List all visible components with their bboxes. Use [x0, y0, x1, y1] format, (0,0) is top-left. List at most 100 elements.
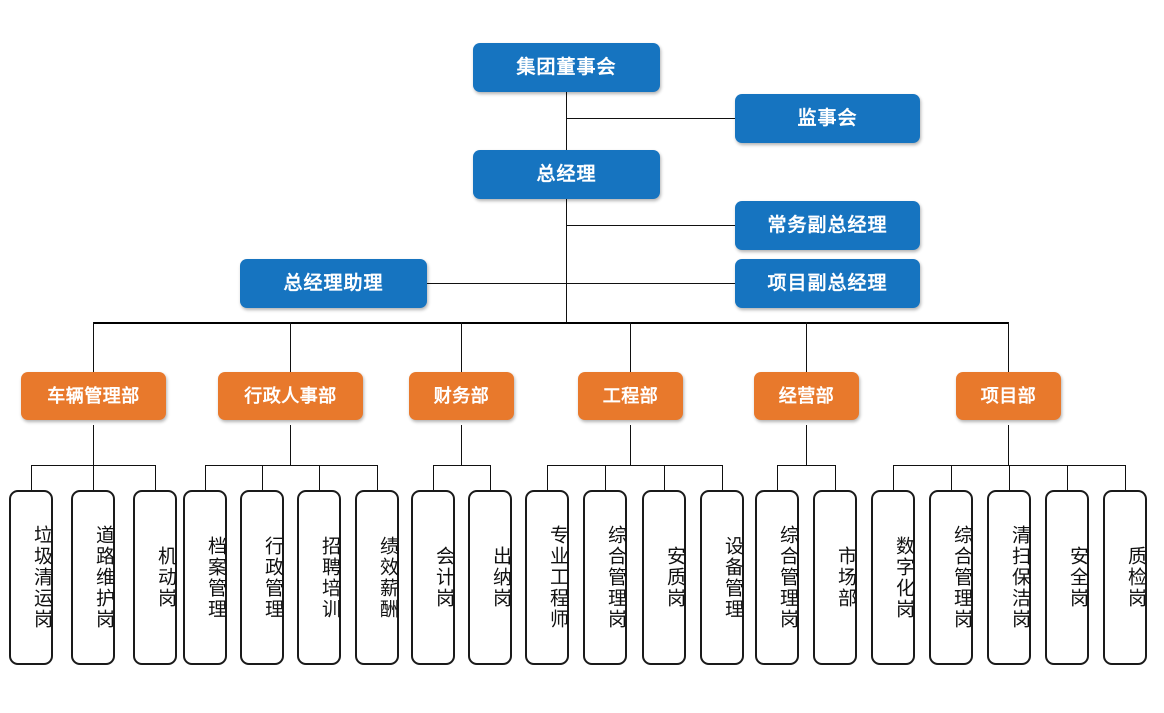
connector-dept3-bus	[433, 465, 490, 466]
node-label: 经营部	[778, 385, 835, 406]
node-department-vehicle-management[interactable]: 车辆管理部	[21, 372, 166, 420]
connector-gm-to-project-deputy	[566, 283, 736, 284]
connector-dept4-stem	[630, 425, 631, 466]
node-position-mobile-duty[interactable]: 机动岗	[133, 490, 177, 665]
connector-bus-to-dept-5	[806, 322, 807, 372]
node-label: 档案管理	[205, 535, 226, 620]
connector-bus-to-dept-6	[1008, 322, 1009, 372]
connector-dept2-stem	[290, 425, 291, 466]
node-label: 安全岗	[1067, 546, 1088, 609]
node-label: 监事会	[797, 107, 858, 129]
node-label: 集团董事会	[516, 56, 617, 78]
node-department-engineering[interactable]: 工程部	[578, 372, 683, 420]
node-label: 绩效薪酬	[377, 535, 398, 620]
node-position-archive-management[interactable]: 档案管理	[183, 490, 227, 665]
node-executive-deputy-manager[interactable]: 常务副总经理	[735, 201, 920, 250]
node-department-project[interactable]: 项目部	[956, 372, 1061, 420]
node-position-cleaning-sanitation[interactable]: 清扫保洁岗	[987, 490, 1031, 665]
node-general-manager[interactable]: 总经理	[473, 150, 660, 199]
connector-dept2-child-2	[262, 465, 263, 491]
node-label: 设备管理	[722, 535, 743, 620]
connector-bus-to-dept-2	[290, 322, 291, 372]
node-position-admin-management[interactable]: 行政管理	[240, 490, 284, 665]
node-label: 常务副总经理	[767, 214, 888, 236]
connector-dept6-stem	[1008, 425, 1009, 466]
node-label: 道路维护岗	[93, 525, 114, 630]
node-position-cashier[interactable]: 出纳岗	[468, 490, 512, 665]
node-position-quality-inspection[interactable]: 质检岗	[1103, 490, 1147, 665]
connector-bus-to-dept-4	[630, 322, 631, 372]
node-label: 行政管理	[262, 535, 283, 620]
node-position-professional-engineer[interactable]: 专业工程师	[525, 490, 569, 665]
connector-gm-trunk	[566, 199, 567, 323]
node-position-road-maintenance[interactable]: 道路维护岗	[71, 490, 115, 665]
connector-dept4-bus	[547, 465, 722, 466]
connector-dept1-child-2	[93, 465, 94, 491]
node-position-garbage-transport[interactable]: 垃圾清运岗	[9, 490, 53, 665]
node-department-admin-hr[interactable]: 行政人事部	[218, 372, 363, 420]
node-label: 招聘培训	[319, 535, 340, 620]
node-department-finance[interactable]: 财务部	[409, 372, 514, 420]
connector-dept2-bus	[205, 465, 377, 466]
node-position-operations-general-management[interactable]: 综合管理岗	[755, 490, 799, 665]
connector-dept2-child-1	[205, 465, 206, 491]
node-position-accounting[interactable]: 会计岗	[411, 490, 455, 665]
connector-board-to-supervisory	[566, 118, 736, 119]
node-position-marketing[interactable]: 市场部	[813, 490, 857, 665]
connector-dept1-child-1	[31, 465, 32, 491]
connector-dept1-stem	[93, 425, 94, 466]
connector-dept5-child-1	[777, 465, 778, 491]
node-label: 清扫保洁岗	[1009, 525, 1030, 630]
node-board-of-directors[interactable]: 集团董事会	[473, 43, 660, 92]
connector-board-to-gm	[566, 92, 567, 150]
node-position-engineering-general-management[interactable]: 综合管理岗	[583, 490, 627, 665]
connector-dept5-child-2	[835, 465, 836, 491]
node-label: 综合管理岗	[605, 525, 626, 630]
node-label: 市场部	[835, 546, 856, 609]
connector-dept2-child-4	[377, 465, 378, 491]
node-supervisory-board[interactable]: 监事会	[735, 94, 920, 143]
connector-bus-to-dept-3	[461, 322, 462, 372]
node-position-recruitment-training[interactable]: 招聘培训	[297, 490, 341, 665]
connector-dept4-child-3	[664, 465, 665, 491]
connector-dept6-child-5	[1125, 465, 1126, 491]
node-label: 综合管理岗	[777, 525, 798, 630]
node-label: 专业工程师	[547, 525, 568, 630]
node-label: 机动岗	[155, 546, 176, 609]
node-label: 安质岗	[664, 546, 685, 609]
node-position-equipment-management[interactable]: 设备管理	[700, 490, 744, 665]
connector-dept6-child-4	[1067, 465, 1068, 491]
connector-dept3-child-2	[490, 465, 491, 491]
node-label: 质检岗	[1125, 546, 1146, 609]
node-label: 垃圾清运岗	[31, 525, 52, 630]
node-label: 项目副总经理	[767, 272, 888, 294]
connector-dept3-stem	[461, 425, 462, 466]
connector-dept4-child-1	[547, 465, 548, 491]
node-label: 综合管理岗	[951, 525, 972, 630]
node-label: 总经理	[536, 163, 597, 185]
node-position-project-general-management[interactable]: 综合管理岗	[929, 490, 973, 665]
connector-bus-to-dept-1	[93, 322, 94, 372]
node-position-safety[interactable]: 安全岗	[1045, 490, 1089, 665]
connector-dept6-child-3	[1009, 465, 1010, 491]
node-project-deputy-manager[interactable]: 项目副总经理	[735, 259, 920, 308]
node-label: 车辆管理部	[47, 385, 140, 406]
node-label: 出纳岗	[490, 546, 511, 609]
connector-dept3-child-1	[433, 465, 434, 491]
node-label: 项目部	[980, 385, 1037, 406]
node-label: 会计岗	[433, 546, 454, 609]
department-bus	[93, 322, 1009, 324]
node-position-performance-compensation[interactable]: 绩效薪酬	[355, 490, 399, 665]
node-gm-assistant[interactable]: 总经理助理	[240, 259, 427, 308]
node-label: 财务部	[433, 385, 490, 406]
node-position-digitalization[interactable]: 数字化岗	[871, 490, 915, 665]
connector-dept6-child-2	[951, 465, 952, 491]
node-label: 数字化岗	[893, 535, 914, 620]
connector-dept4-child-4	[722, 465, 723, 491]
node-position-safety-quality[interactable]: 安质岗	[642, 490, 686, 665]
node-department-operations[interactable]: 经营部	[754, 372, 859, 420]
connector-gm-to-executive-deputy	[566, 225, 736, 226]
connector-dept6-child-1	[893, 465, 894, 491]
node-label: 工程部	[602, 385, 659, 406]
